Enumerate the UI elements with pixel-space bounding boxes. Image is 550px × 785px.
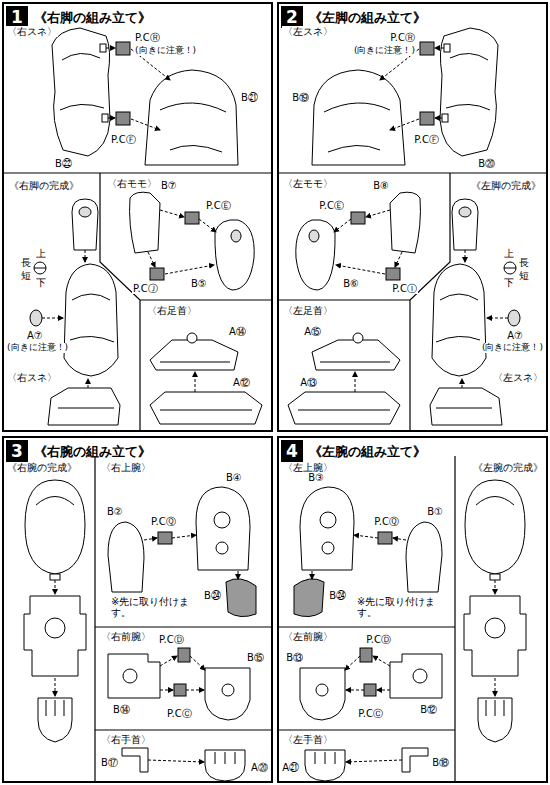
part-label: B⑥ xyxy=(342,278,360,289)
part-label: P.CⒸ xyxy=(357,708,384,719)
step-title: 《右腕の組み立て》 xyxy=(34,443,151,461)
part-label: A⑬ xyxy=(299,377,318,388)
step-number: 1 xyxy=(11,9,23,26)
part-label: B㉑ xyxy=(240,92,259,103)
part-label: B⑳ xyxy=(477,158,496,169)
part-label: 〈左前腕〉 xyxy=(282,631,334,642)
step-number: 4 xyxy=(286,443,298,460)
part-label: P.CⓇ xyxy=(389,32,416,43)
part-label: P.CⒾ xyxy=(391,283,418,294)
part-label: 〈右スネ〉 xyxy=(6,372,58,383)
part-label: B⑧ xyxy=(372,180,390,191)
part-label: 〈左足首〉 xyxy=(282,305,334,316)
part-label: 〈右足首〉 xyxy=(146,305,198,316)
part-label: 〈右モモ〉 xyxy=(106,178,158,189)
step-number-box: 1 xyxy=(6,6,28,28)
part-label: B⑱ xyxy=(431,757,450,768)
part-label: B① xyxy=(426,506,444,517)
part-label: 上 xyxy=(503,248,515,259)
left-leg-drawing xyxy=(277,28,548,432)
part-label: A⑦ xyxy=(26,330,44,341)
step-title: 《左脚の組み立て》 xyxy=(309,9,426,27)
part-label: 《左脚の完成》 xyxy=(470,180,542,191)
step-title: 《右脚の組み立て》 xyxy=(34,9,151,27)
right-arm-drawing xyxy=(24,456,273,783)
part-label: 上 xyxy=(35,248,47,259)
part-label: A⑫ xyxy=(232,377,251,388)
part-label: 〈右スネ〉 xyxy=(6,26,58,37)
part-label: B③ xyxy=(307,472,325,483)
part-label: 〈左スネ〉 xyxy=(492,372,544,383)
part-label: P.CⓇ xyxy=(134,32,161,43)
part-label: A㉑ xyxy=(281,762,300,773)
part-label: B㉔ xyxy=(328,590,347,601)
part-label: P.CⒺ xyxy=(318,200,345,211)
part-label: 長 xyxy=(20,257,32,268)
part-label: A⑳ xyxy=(250,762,269,773)
step-number: 2 xyxy=(286,9,298,26)
part-label: 短 xyxy=(518,270,530,281)
part-label: 〈左スネ〉 xyxy=(282,26,334,37)
part-label: A⑮ xyxy=(303,326,322,337)
part-label: B㉔ xyxy=(203,590,222,601)
part-label: (向きに注意！) xyxy=(481,343,544,353)
step-number-box: 3 xyxy=(6,440,28,462)
step-number: 3 xyxy=(11,443,23,460)
part-label: 〈右前腕〉 xyxy=(100,631,152,642)
part-label: B⑰ xyxy=(100,757,119,768)
part-label: 《右脚の完成》 xyxy=(8,180,80,191)
part-label: 〈左モモ〉 xyxy=(282,178,334,189)
part-label: P.CⒺ xyxy=(205,200,232,211)
part-label: B⑤ xyxy=(190,278,208,289)
step-title: 《左腕の組み立て》 xyxy=(309,443,426,461)
part-label: 短 xyxy=(20,270,32,281)
part-label: (向きに注意！) xyxy=(353,46,416,56)
part-label: A⑦ xyxy=(506,330,524,341)
part-label: P.CⒸ xyxy=(166,708,193,719)
part-label: P.CⒹ xyxy=(365,634,392,645)
step-panel: 《右脚の組み立て》 1 xyxy=(2,2,273,432)
part-label: (向きに注意！) xyxy=(134,46,197,56)
step-panel: 《左脚の組み立て》 2 xyxy=(277,2,548,432)
part-label: B④ xyxy=(225,472,243,483)
part-label: P.CⒻ xyxy=(110,134,137,145)
part-label: 下 xyxy=(35,277,47,288)
part-label: B⑬ xyxy=(285,652,304,663)
part-label: B⑫ xyxy=(419,704,438,715)
part-label: (向きに注意！) xyxy=(6,343,69,353)
part-label: B⑦ xyxy=(160,180,178,191)
step-number-box: 2 xyxy=(281,6,303,28)
left-arm-drawing xyxy=(277,456,526,783)
part-label: ※先に取り付けます。 xyxy=(110,596,194,618)
part-label: 《左腕の完成》 xyxy=(472,462,544,473)
part-label: P.CⒿ xyxy=(132,283,159,294)
part-label: B⑲ xyxy=(291,92,310,103)
right-leg-drawing xyxy=(2,28,273,432)
part-label: A⑭ xyxy=(228,326,247,337)
part-label: P.CⓆ xyxy=(150,516,177,527)
part-label: B② xyxy=(106,506,124,517)
part-label: 下 xyxy=(503,277,515,288)
part-label: 〈左手首〉 xyxy=(282,734,334,745)
part-label: P.CⓆ xyxy=(373,516,400,527)
part-label: P.CⒻ xyxy=(413,134,440,145)
part-label: P.CⒹ xyxy=(158,634,185,645)
part-label: B㉒ xyxy=(54,158,73,169)
part-label: B⑮ xyxy=(246,652,265,663)
part-label: 〈右上腕〉 xyxy=(100,462,152,473)
part-label: B⑭ xyxy=(112,704,131,715)
part-label: 〈右手首〉 xyxy=(100,734,152,745)
part-label: 《右腕の完成》 xyxy=(6,462,78,473)
step-number-box: 4 xyxy=(281,440,303,462)
part-label: ※先に取り付けます。 xyxy=(356,596,440,618)
part-label: 長 xyxy=(518,257,530,268)
